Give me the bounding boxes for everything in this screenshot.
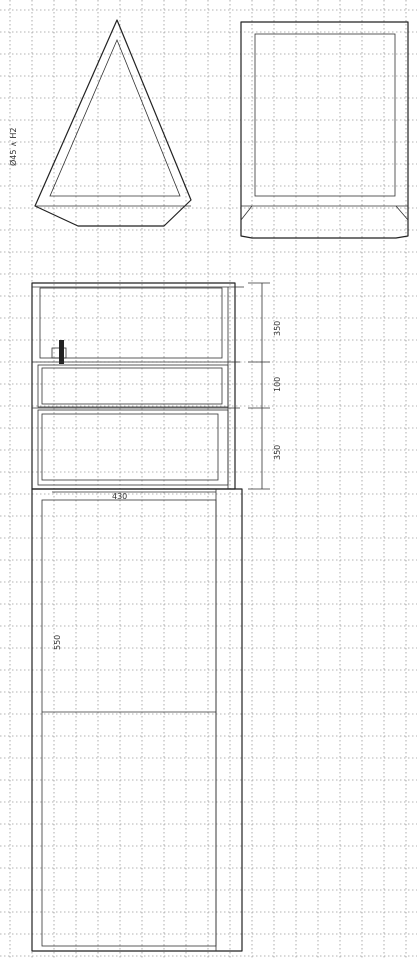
upper-dimensions: 350 100 350 <box>248 282 282 490</box>
dim-label-lower: 350 <box>273 445 282 460</box>
middle-drawer <box>37 364 229 408</box>
pyramid-view <box>34 19 192 227</box>
dim-label-middle: 100 <box>273 377 282 392</box>
lower-compartment <box>37 409 229 486</box>
lower-body-inner-panel <box>41 499 217 947</box>
hinge-pin <box>59 340 64 364</box>
side-note: Ø45 ∧ H2 <box>8 127 18 166</box>
width-dimension: 430 <box>52 491 216 501</box>
lower-body-outer-frame <box>31 488 243 952</box>
pyramid-inner-outline <box>49 38 181 197</box>
width-dim-label: 430 <box>112 492 127 501</box>
front-view-right-chamfer <box>395 205 409 221</box>
cabinet-upper-section <box>31 282 244 490</box>
middle-drawer-inner <box>41 367 223 405</box>
top-compartment <box>39 287 223 359</box>
dim-label-top: 350 <box>273 321 282 336</box>
lower-body-height-label: 550 <box>53 635 62 650</box>
pyramid-outer-outline <box>34 19 192 227</box>
front-view-outer-frame <box>240 21 409 239</box>
front-view-inner-panel <box>254 33 396 197</box>
cabinet-lower-body: 550 <box>31 488 243 952</box>
front-view <box>240 21 409 239</box>
cabinet-outer-frame <box>31 282 236 490</box>
lower-compartment-inner <box>41 413 219 481</box>
front-view-left-chamfer <box>240 205 253 221</box>
